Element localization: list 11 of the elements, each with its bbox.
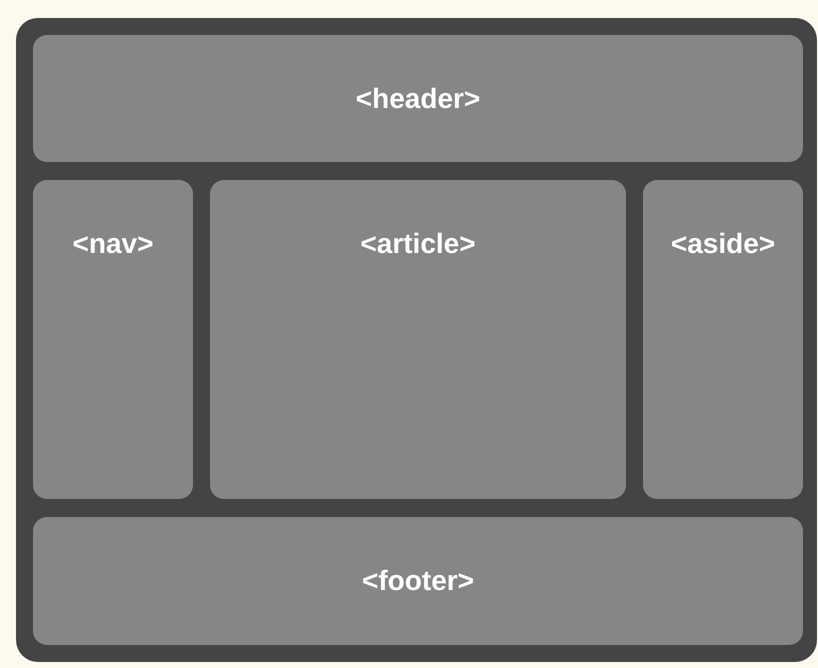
section-box [33,517,803,645]
page-container-box [16,18,817,662]
section-box [33,180,193,499]
section-box [643,180,803,499]
section-label: <nav> [72,228,154,260]
section-box [33,35,803,162]
section-box [210,180,626,499]
section-label: <aside> [670,228,776,260]
section-label: <article> [360,228,476,260]
section-label: <footer> [362,565,474,597]
section-label: <header> [356,82,480,114]
